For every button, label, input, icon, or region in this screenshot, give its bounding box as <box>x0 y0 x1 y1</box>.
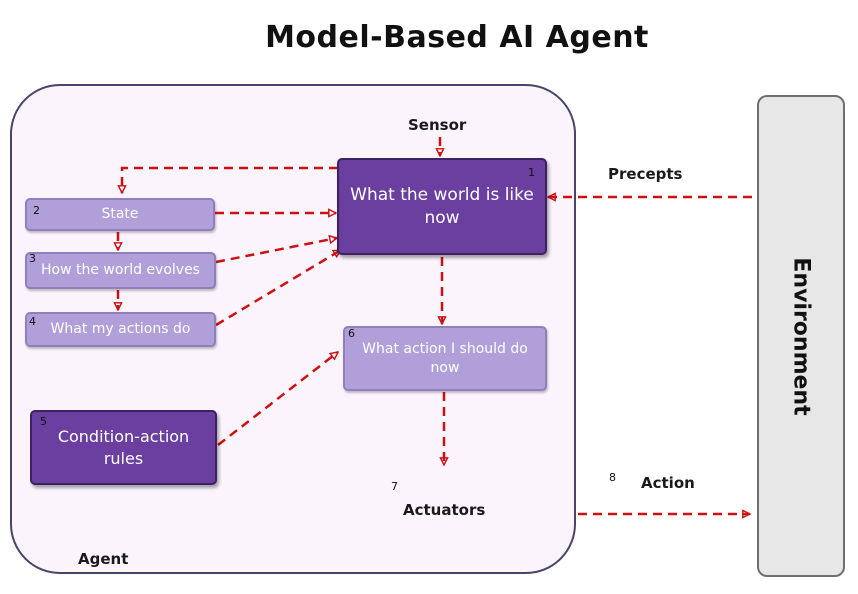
precepts-label: Precepts <box>608 165 683 183</box>
node-what-action: What action I should do now <box>343 326 547 391</box>
arrow-world-to-state <box>122 166 338 193</box>
node-actions-do-number: 4 <box>29 315 36 328</box>
node-world-now-number: 1 <box>528 166 535 179</box>
node-world-evolves-number: 3 <box>29 252 36 265</box>
agent-label: Agent <box>78 550 129 568</box>
node-world-evolves-text: How the world evolves <box>41 262 200 279</box>
environment-container <box>757 95 845 577</box>
node-world-now: What the world is like now <box>337 158 547 255</box>
actuators-label: Actuators <box>403 501 486 519</box>
node-what-action-text: What action I should do now <box>362 340 528 376</box>
node-state: State <box>25 198 215 231</box>
node-state-text: State <box>101 206 139 223</box>
node-rules-number: 5 <box>40 415 47 428</box>
diagram-title: Model-Based AI Agent <box>265 20 649 55</box>
action-number: 8 <box>609 471 616 484</box>
node-actions-do-text: What my actions do <box>50 321 191 338</box>
node-rules-text: Condition-action rules <box>57 426 190 468</box>
sensor-label: Sensor <box>408 116 467 134</box>
node-state-number: 2 <box>33 204 40 217</box>
actuators-number: 7 <box>391 480 398 493</box>
node-actions-do: What my actions do <box>25 312 216 347</box>
arrow-actions-to-world <box>215 248 341 327</box>
node-rules: Condition-action rules <box>30 410 217 485</box>
arrow-rules-to-whataction <box>217 351 338 446</box>
node-what-action-number: 6 <box>348 327 355 340</box>
node-world-now-text: What the world is like now <box>350 184 534 228</box>
node-world-evolves: How the world evolves <box>25 252 216 289</box>
action-label: Action <box>641 474 695 492</box>
arrow-evolves-to-world <box>215 238 337 264</box>
